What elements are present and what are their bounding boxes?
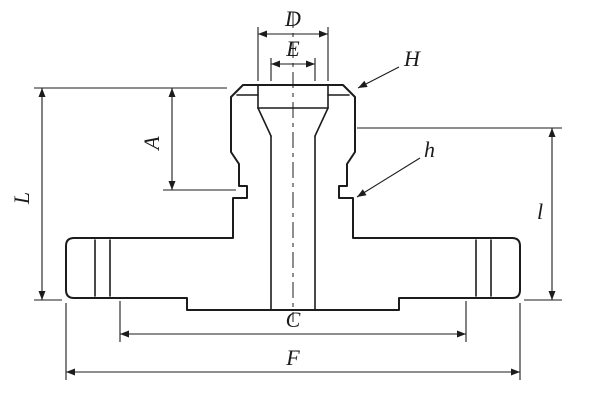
dim-label-E: E: [285, 36, 300, 61]
part-outline: [65, 84, 521, 311]
seat-cone-line-right: [314, 107, 329, 137]
dim-label-A: A: [139, 136, 164, 152]
dimension-l: l: [357, 127, 562, 301]
callout-h: h: [356, 137, 435, 198]
dim-label-L: L: [9, 192, 34, 205]
bolt-hole-lines: [94, 239, 492, 297]
leader-line: [356, 157, 421, 198]
dimension-E: E: [270, 36, 316, 81]
dimension-A: A: [34, 87, 236, 191]
leader-line: [357, 66, 400, 89]
dim-label-H: H: [403, 46, 421, 71]
callout-H: H: [357, 46, 421, 89]
dimension-D: D: [257, 6, 329, 81]
dimension-L: L: [9, 88, 62, 301]
seat-cone-line-left: [257, 107, 272, 137]
dimension-F: F: [65, 303, 521, 380]
dimension-C: C: [119, 301, 467, 342]
dim-label-h: h: [424, 137, 435, 162]
dim-label-C: C: [286, 307, 301, 332]
dim-label-D: D: [284, 6, 301, 31]
dim-label-F: F: [285, 345, 300, 370]
bore-and-seat-lines: [236, 84, 350, 311]
dim-label-l: l: [537, 199, 543, 224]
